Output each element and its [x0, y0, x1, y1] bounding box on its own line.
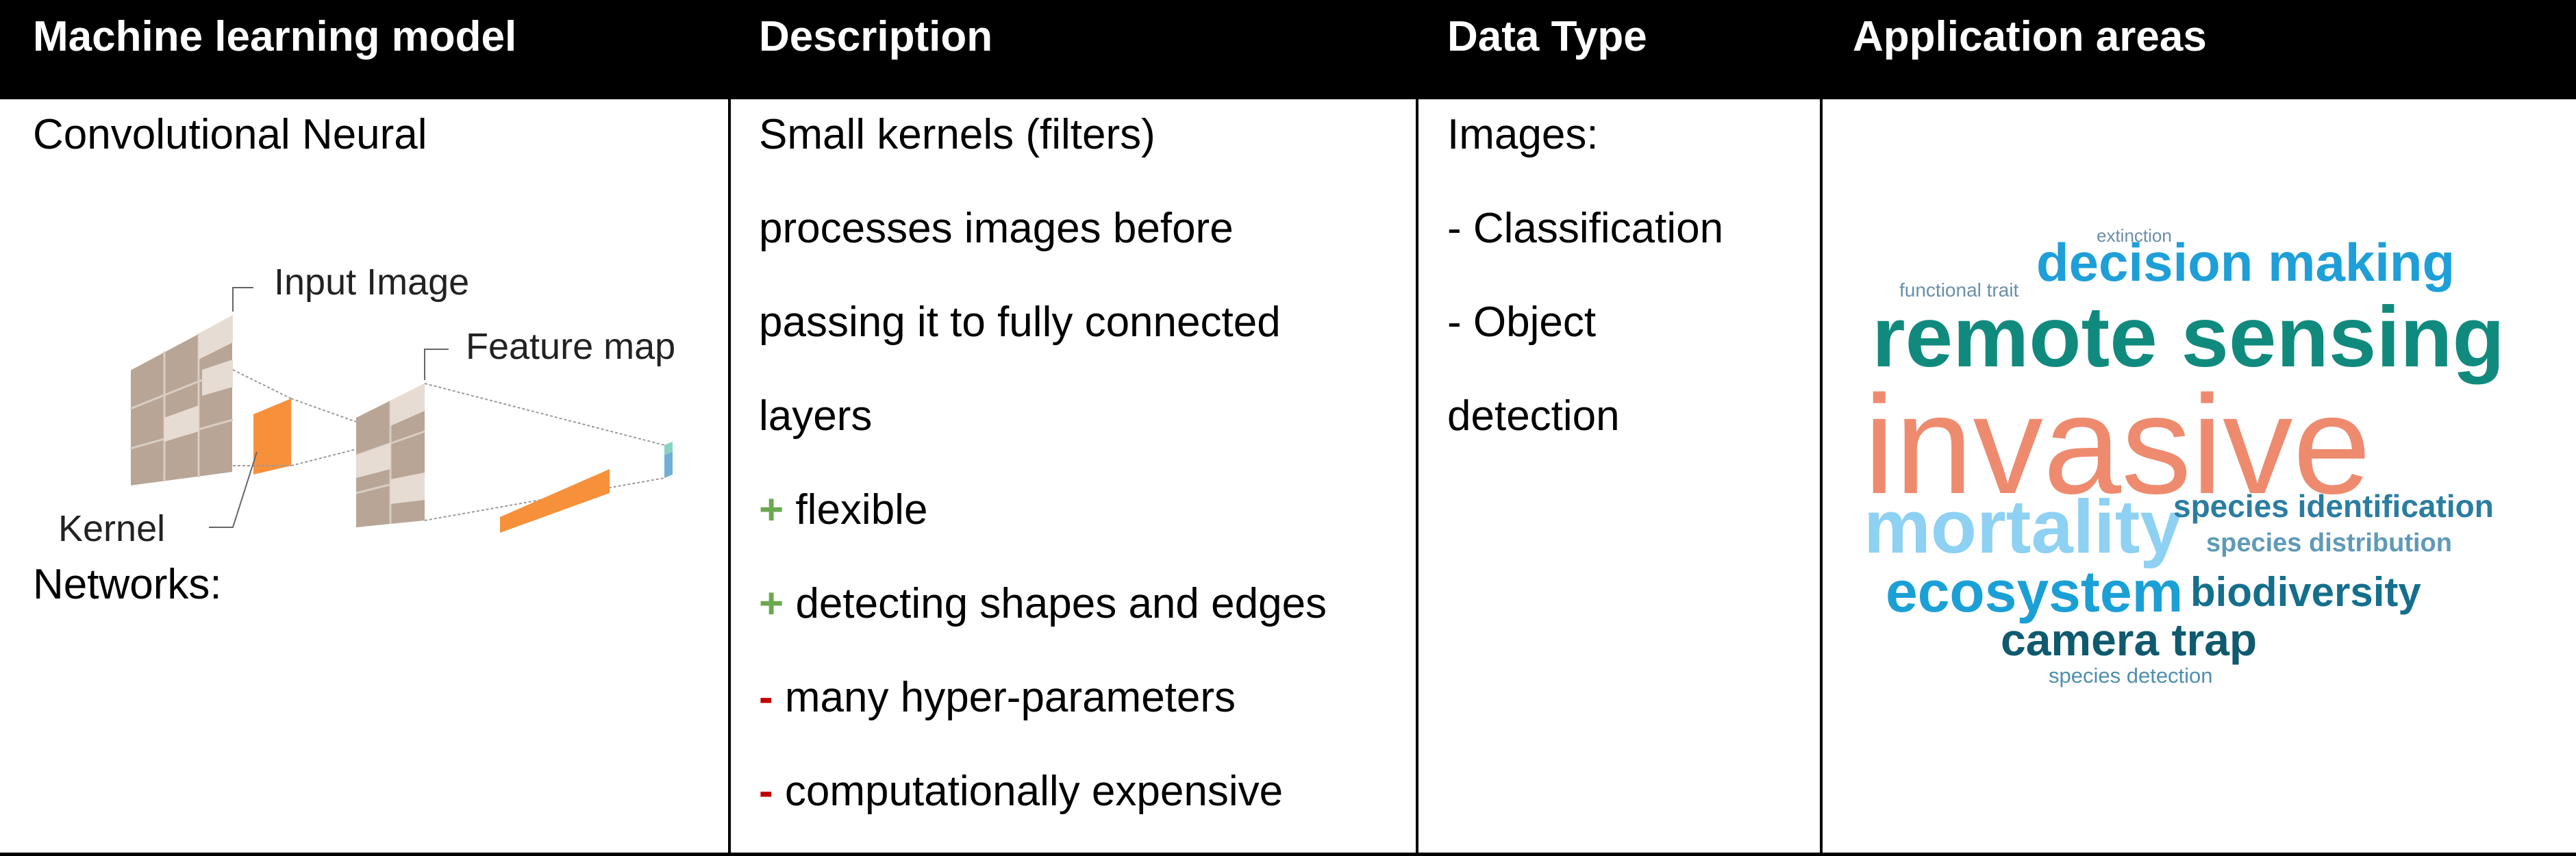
pro-text: detecting shapes and edges: [784, 580, 1327, 627]
model-name-line2: Networks:: [33, 561, 222, 608]
header-model: Machine learning model: [33, 13, 517, 60]
pro-text: flexible: [784, 486, 928, 533]
description-line: layers: [759, 392, 873, 440]
word-cloud-word: mortality: [1864, 485, 2182, 569]
description-line: Small kernels (filters): [759, 111, 1155, 158]
header-data-type: Data Type: [1447, 13, 1647, 60]
word-cloud-word: biodiversity: [2190, 569, 2421, 615]
word-cloud-word: decision making: [2036, 232, 2455, 292]
word-cloud-word: extinction: [2097, 225, 2172, 246]
pro-item: + flexible: [759, 463, 927, 557]
data-type-line: detection: [1447, 392, 1620, 440]
column-divider: [1820, 96, 1823, 856]
con-text: many hyper-parameters: [773, 674, 1236, 721]
input-image-label: Input Image: [274, 262, 469, 303]
plus-sign: +: [759, 580, 784, 627]
data-type-line: Images:: [1447, 111, 1599, 158]
description-line: processes images before: [759, 205, 1234, 252]
header-application: Application areas: [1853, 13, 2207, 60]
data-type-line: - Classification: [1447, 205, 1724, 252]
data-type-line: - Object: [1447, 299, 1597, 346]
header-description: Description: [759, 13, 993, 60]
feature-map-stack: [355, 383, 425, 527]
column-divider: [728, 96, 731, 856]
input-image-stack: [129, 314, 234, 488]
word-cloud-word: species detection: [2049, 664, 2213, 688]
table-row: [0, 96, 2576, 856]
plus-sign: +: [759, 486, 784, 533]
feature-map-label: Feature map: [466, 326, 675, 367]
model-name-line1: Convolutional Neural: [33, 111, 427, 158]
kernel-label: Kernel: [58, 508, 165, 549]
minus-sign: -: [759, 674, 773, 721]
con-text: computationally expensive: [773, 768, 1284, 815]
table-header: Machine learning model Description Data …: [0, 0, 2576, 96]
word-cloud-word: invasive: [1864, 366, 2371, 523]
word-cloud-word: remote sensing: [1872, 290, 2505, 385]
cnn-diagram: Input Image Feature map Kernel: [58, 262, 675, 549]
pro-item: + detecting shapes and edges: [759, 557, 1327, 651]
word-cloud-word: ecosystem: [1886, 559, 2183, 624]
feature-strip: [500, 469, 610, 533]
con-item: - many hyper-parameters: [759, 651, 1236, 744]
minus-sign: -: [759, 768, 773, 815]
con-item: - computationally expensive: [759, 744, 1283, 838]
kernel-shape: [253, 399, 291, 475]
column-divider: [1416, 96, 1418, 856]
application-word-cloud: extinction functional trait decision mak…: [1864, 225, 2505, 688]
word-cloud-word: species identification: [2173, 488, 2494, 524]
description-line: passing it to fully connected: [759, 299, 1281, 346]
word-cloud-word: camera trap: [2001, 614, 2257, 665]
word-cloud-word: species distribution: [2206, 529, 2452, 557]
word-cloud-word: functional trait: [1899, 279, 2019, 301]
